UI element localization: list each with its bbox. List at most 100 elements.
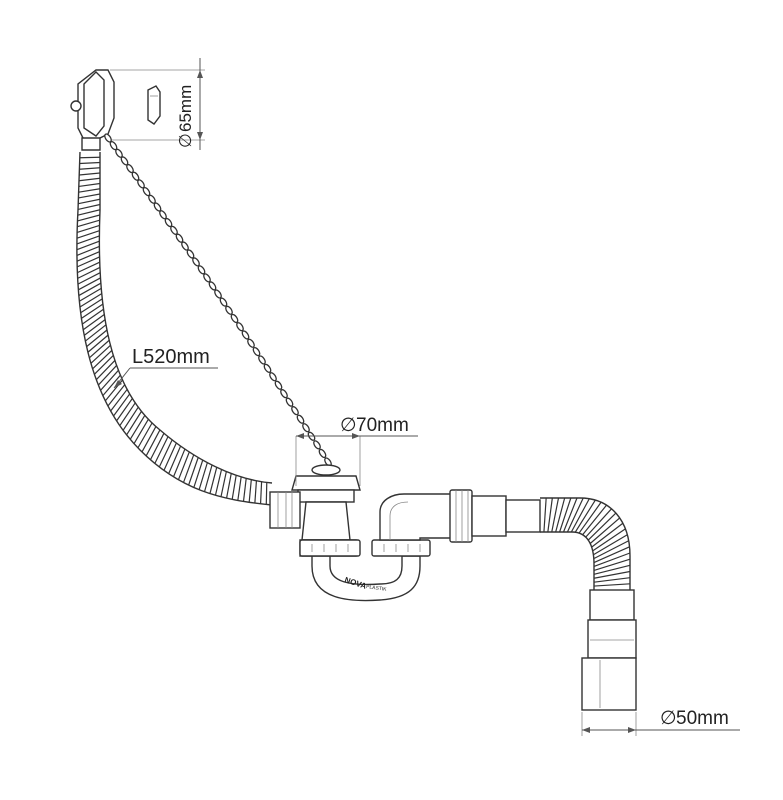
- hose-rib: [97, 365, 118, 386]
- hose-rib: [592, 528, 626, 552]
- hose-rib: [193, 459, 204, 488]
- hose-rib: [82, 313, 105, 331]
- hose-rib: [86, 329, 108, 348]
- chain-link: [313, 440, 321, 450]
- chain-link: [291, 406, 299, 416]
- hose-rib: [220, 471, 227, 497]
- hose-rib: [209, 467, 218, 494]
- hose-rib: [158, 439, 173, 468]
- trap-elbow: [379, 489, 541, 543]
- hose-rib: [559, 497, 572, 533]
- chain-link: [214, 289, 222, 299]
- hose-rib: [88, 339, 110, 359]
- brand-logo-sub: PLASTIK: [366, 584, 388, 593]
- hose-rib: [110, 389, 128, 412]
- hose-rib: [76, 251, 100, 262]
- chain-link: [192, 257, 200, 267]
- hose-rib: [76, 240, 100, 251]
- hose-rib: [154, 436, 169, 464]
- hose-rib: [214, 469, 223, 496]
- hose-rib: [102, 374, 121, 397]
- hose-rib: [80, 298, 103, 314]
- hose-rib: [593, 540, 629, 560]
- hose-rib: [77, 219, 100, 228]
- chain-link: [219, 297, 228, 307]
- overflow-diameter-dimension: [110, 58, 205, 150]
- hose-rib: [113, 393, 131, 417]
- overflow-head: [70, 69, 115, 151]
- hose-rib: [203, 464, 213, 492]
- waste-diameter-dimension: [295, 433, 418, 486]
- hose-rib: [100, 369, 119, 391]
- chain-link: [318, 448, 327, 459]
- chain-link: [263, 363, 272, 373]
- hose-rib: [78, 188, 101, 193]
- hose-rib: [551, 497, 560, 533]
- hose-rib: [81, 303, 104, 319]
- hose-rib: [83, 319, 106, 336]
- hose-rib: [198, 462, 208, 490]
- hose-rib: [76, 230, 100, 239]
- outlet-hose-ribs: [543, 497, 631, 587]
- hose-rib: [76, 245, 100, 256]
- chain-link: [302, 423, 310, 433]
- hose-rib: [76, 256, 100, 268]
- hose-rib: [137, 422, 153, 449]
- chain-link: [230, 313, 239, 324]
- hose-rib: [78, 182, 101, 188]
- u-trap: [299, 539, 431, 602]
- hose-rib: [593, 577, 631, 583]
- hose-rib: [543, 497, 547, 533]
- hose-rib: [593, 570, 631, 579]
- hose-rib: [231, 475, 237, 500]
- hose-rib: [254, 480, 258, 504]
- hose-rib: [145, 429, 161, 457]
- hose-rib: [582, 504, 607, 536]
- hose-rib: [126, 411, 142, 436]
- outlet-hose-inner: [540, 531, 595, 590]
- chain-link: [197, 265, 206, 275]
- chain-link: [285, 397, 294, 407]
- hose-rib: [182, 454, 195, 483]
- hose-rib: [574, 499, 596, 533]
- hose-rib: [593, 552, 631, 568]
- hose-rib: [92, 349, 113, 370]
- hose-rib: [593, 546, 630, 564]
- hose-rib: [77, 209, 101, 216]
- overflow-hose-outer: [76, 151, 273, 506]
- hose-rib: [163, 442, 177, 471]
- hose-rib: [593, 564, 631, 575]
- overflow-hose-inner: [98, 152, 273, 484]
- chain-link: [203, 273, 211, 283]
- chain-link: [208, 281, 217, 291]
- chain-link: [258, 355, 266, 365]
- hose-rib: [237, 476, 242, 501]
- hose-rib: [79, 161, 101, 165]
- chain-link: [280, 389, 288, 399]
- hose-rib: [76, 224, 100, 233]
- outlet-diameter-symbol: ∅: [660, 708, 677, 729]
- hose-rib: [79, 293, 103, 308]
- hose-rib: [77, 272, 101, 285]
- hose-rib: [225, 473, 232, 499]
- chain-link: [186, 249, 195, 259]
- hose-rib: [119, 402, 136, 426]
- chain-link: [269, 372, 277, 382]
- outlet-pipe: [581, 589, 637, 711]
- outlet-diameter-dimension: [581, 712, 740, 736]
- hose-rib: [77, 214, 100, 222]
- hose-rib: [78, 177, 101, 182]
- hose-rib: [242, 478, 247, 502]
- chain-link: [274, 380, 283, 390]
- hose-rib: [77, 203, 101, 211]
- hose-rib: [172, 448, 186, 478]
- hose-rib: [78, 198, 101, 205]
- hose-rib: [570, 498, 590, 533]
- overflow-diameter-symbol: ∅: [176, 133, 195, 148]
- hose-rib: [591, 522, 624, 548]
- overflow-diameter-label: 65mm: [176, 85, 195, 132]
- hose-rib: [90, 344, 111, 364]
- hose-rib: [81, 308, 104, 325]
- hose-rib: [116, 398, 133, 422]
